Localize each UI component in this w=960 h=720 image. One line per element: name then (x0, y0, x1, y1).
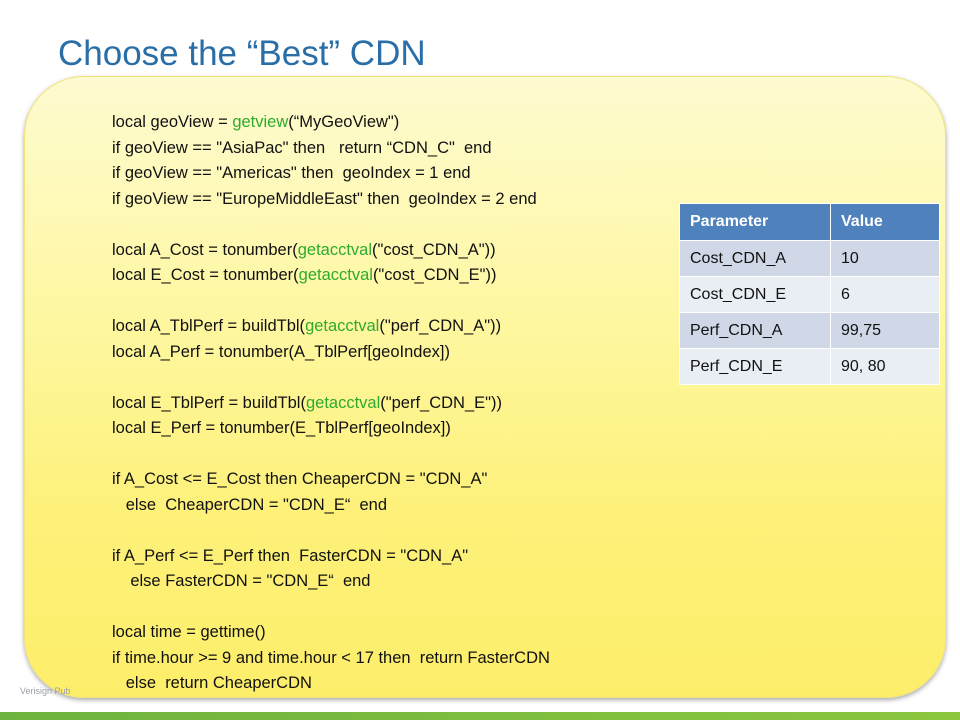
code-text: local E_Cost = tonumber( (112, 266, 299, 284)
table-row: Cost_CDN_E 6 (679, 276, 940, 313)
code-line: else return CheaperCDN (112, 671, 550, 697)
code-text: local A_Perf = tonumber(A_TblPerf[geoInd… (112, 342, 450, 361)
code-text: ("cost_CDN_A")) (372, 240, 496, 259)
table-cell-value: 10 (830, 240, 940, 277)
table-cell-value: 99,75 (830, 312, 940, 349)
code-line: if A_Perf <= E_Perf then FasterCDN = "CD… (112, 544, 550, 570)
code-text: if time.hour >= 9 and time.hour < 17 the… (112, 648, 550, 667)
code-text: local E_TblPerf = buildTbl( (112, 393, 306, 412)
footer-bar (0, 712, 960, 720)
code-line (112, 289, 550, 315)
code-line: local E_Perf = tonumber(E_TblPerf[geoInd… (112, 416, 550, 442)
code-text: if geoView == "EuropeMiddleEast" then ge… (112, 189, 537, 208)
code-line: local A_Perf = tonumber(A_TblPerf[geoInd… (112, 340, 550, 366)
code-text: local time = gettime() (112, 623, 266, 641)
code-line (112, 365, 550, 391)
code-text: if A_Perf <= E_Perf then FasterCDN = "CD… (112, 546, 469, 565)
table-row: Cost_CDN_A 10 (679, 240, 940, 277)
code-block: local geoView = getview(“MyGeoView") if g… (112, 110, 550, 697)
code-text: local A_Cost = tonumber( (112, 240, 298, 259)
code-line (112, 212, 550, 238)
code-text: if geoView == "Americas" then geoIndex =… (112, 164, 471, 182)
code-function: getview (232, 113, 289, 131)
code-text: ("cost_CDN_E")) (372, 266, 497, 284)
table-cell-parameter: Perf_CDN_E (679, 348, 831, 385)
code-text: if A_Cost <= E_Cost then CheaperCDN = "C… (112, 470, 488, 488)
table-row: Perf_CDN_A 99,75 (679, 312, 940, 349)
code-function: getacctval (305, 317, 380, 335)
table-header-parameter: Parameter (679, 203, 831, 241)
code-text: local E_Perf = tonumber(E_TblPerf[geoInd… (112, 419, 451, 437)
code-text: else CheaperCDN = "CDN_E“ end (112, 495, 388, 514)
code-text: ("perf_CDN_A")) (379, 317, 502, 335)
code-text: local A_TblPerf = buildTbl( (112, 317, 306, 335)
code-line: local A_Cost = tonumber(getacctval("cost… (112, 238, 550, 264)
slide-title: Choose the “Best” CDN (58, 34, 426, 73)
code-function: getacctval (298, 266, 373, 284)
code-line (112, 442, 550, 468)
table-cell-value: 90, 80 (830, 348, 940, 385)
code-function: getacctval (297, 240, 373, 259)
code-line: local E_TblPerf = buildTbl(getacctval("p… (112, 391, 550, 417)
table-header-row: Parameter Value (679, 203, 940, 241)
code-text: local geoView = (112, 113, 233, 131)
code-line: local E_Cost = tonumber(getacctval("cost… (112, 263, 550, 289)
code-line: if geoView == "AsiaPac" then return “CDN… (112, 136, 550, 162)
footer-text: Verisign Pub (20, 686, 71, 696)
code-line (112, 518, 550, 544)
code-text: else FasterCDN = "CDN_E“ end (112, 572, 371, 590)
parameter-table: Parameter Value Cost_CDN_A 10 Cost_CDN_E… (679, 203, 940, 385)
code-text: if geoView == "AsiaPac" then return “CDN… (112, 138, 492, 157)
table-cell-parameter: Perf_CDN_A (679, 312, 831, 349)
code-line: if A_Cost <= E_Cost then CheaperCDN = "C… (112, 467, 550, 493)
table-row: Perf_CDN_E 90, 80 (679, 348, 940, 385)
code-text: else return CheaperCDN (112, 674, 312, 692)
code-line: local A_TblPerf = buildTbl(getacctval("p… (112, 314, 550, 340)
code-panel (24, 76, 946, 698)
code-text: (“MyGeoView") (288, 113, 400, 131)
table-header-value: Value (830, 203, 940, 241)
code-line: else CheaperCDN = "CDN_E“ end (112, 493, 550, 519)
code-function: getacctval (305, 393, 381, 412)
code-line: if time.hour >= 9 and time.hour < 17 the… (112, 646, 550, 672)
code-text: ("perf_CDN_E")) (380, 393, 503, 412)
table-cell-parameter: Cost_CDN_A (679, 240, 831, 277)
code-line: if geoView == "Americas" then geoIndex =… (112, 161, 550, 187)
code-line (112, 595, 550, 621)
code-line: if geoView == "EuropeMiddleEast" then ge… (112, 187, 550, 213)
table-cell-parameter: Cost_CDN_E (679, 276, 831, 313)
code-line: else FasterCDN = "CDN_E“ end (112, 569, 550, 595)
code-line: local time = gettime() (112, 620, 550, 646)
code-line: local geoView = getview(“MyGeoView") (112, 110, 550, 136)
table-cell-value: 6 (830, 276, 940, 313)
